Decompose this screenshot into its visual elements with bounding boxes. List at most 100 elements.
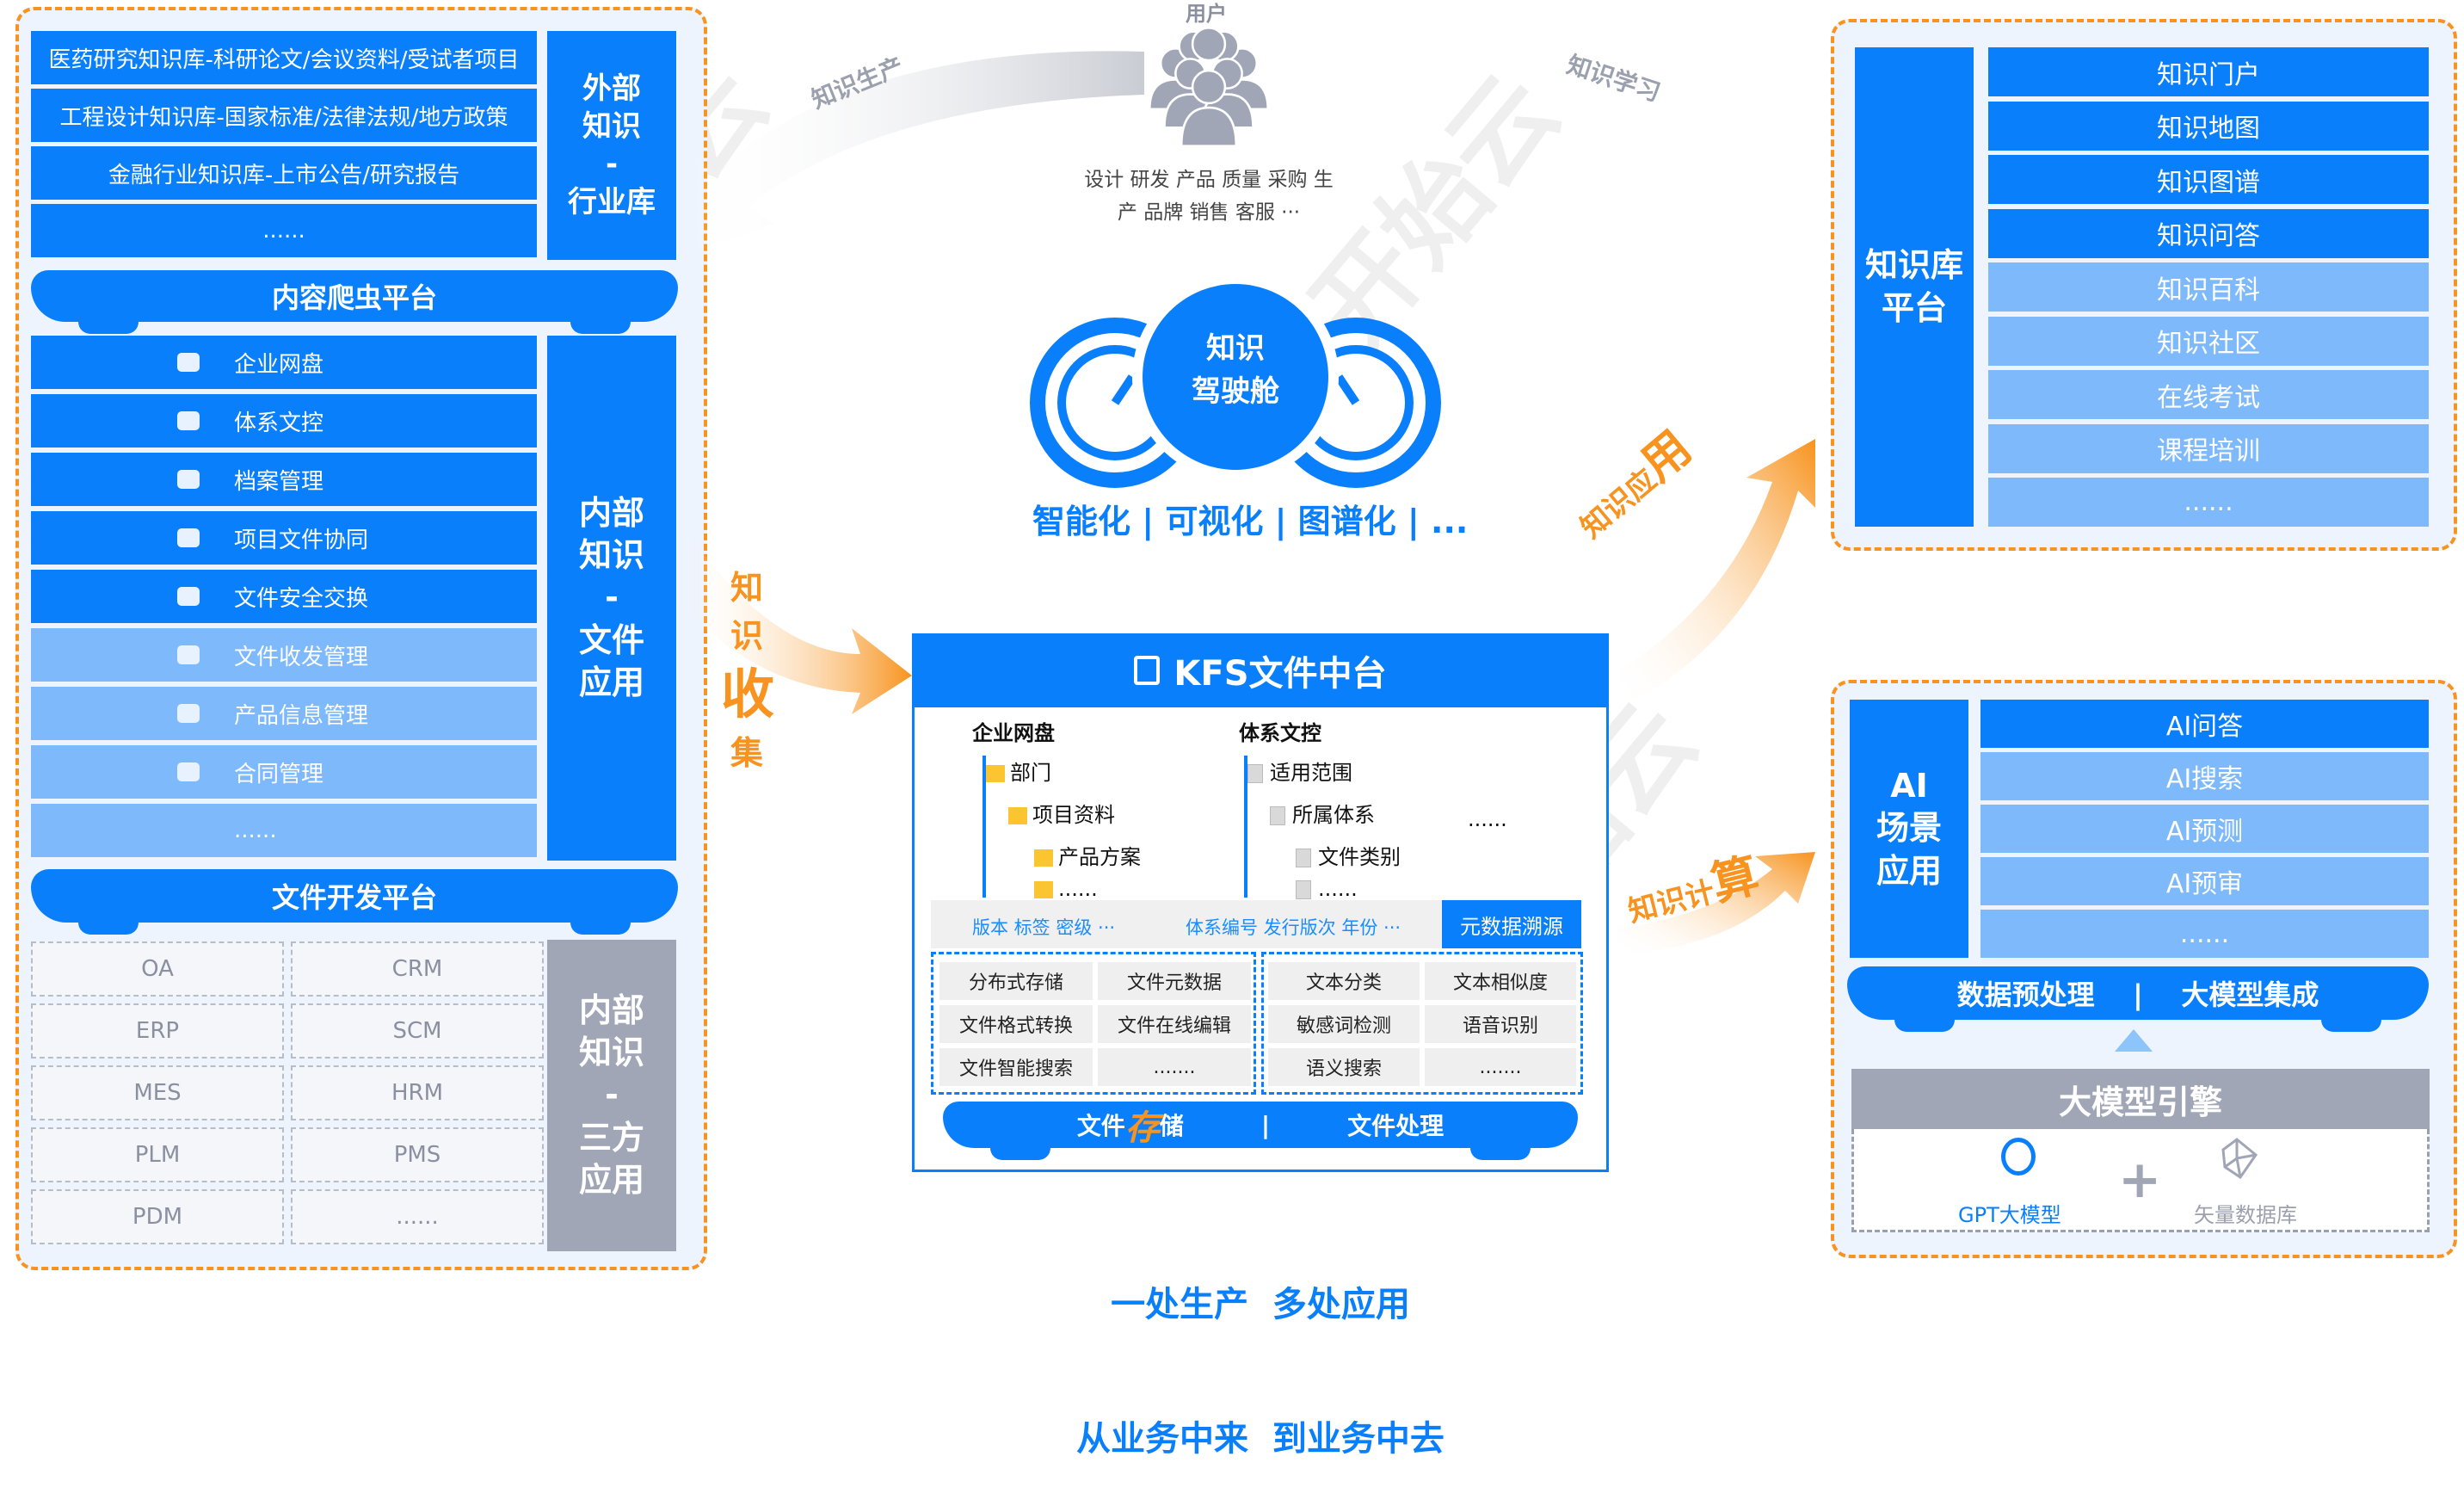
external-kb-row[interactable]: 金融行业知识库-上市公告/研究报告 — [31, 146, 537, 200]
tree-node: 文件类别 — [1296, 840, 1401, 870]
third-party-app-0[interactable]: OA — [31, 941, 284, 997]
doc-more: ...... — [1468, 807, 1507, 831]
third-party-app-3[interactable]: SCM — [291, 1003, 544, 1059]
third-party-app-1[interactable]: CRM — [291, 941, 544, 997]
tree-node: ...... — [1296, 877, 1401, 901]
ai-app-item[interactable]: AI预审 — [1980, 857, 2429, 905]
divider: | — [1260, 1110, 1271, 1139]
third-party-app-5[interactable]: HRM — [291, 1065, 544, 1120]
internal-app-row[interactable]: 文件收发管理 — [31, 628, 537, 682]
ai-app-item[interactable]: AI问答 — [1980, 700, 2429, 748]
tree-label: 部门 — [1010, 761, 1051, 785]
users-label: 用户 — [1186, 2, 1227, 26]
collect-char: 知 — [730, 569, 763, 607]
external-knowledge-label: 外部 知识 - 行业库 — [547, 31, 676, 260]
knowledge-platform-item[interactable]: 知识地图 — [1988, 101, 2429, 151]
third-party-app-6[interactable]: PLM — [31, 1127, 284, 1182]
internal-app-row[interactable]: 产品信息管理 — [31, 687, 537, 740]
users-group-icon — [1149, 28, 1269, 146]
storage-feature: 文件元数据 — [1098, 962, 1251, 1000]
knowledge-platform-item[interactable]: 知识问答 — [1988, 208, 2429, 258]
roles-line-2: 产 品牌 销售 客服 ··· — [1117, 201, 1301, 224]
folder-icon — [1034, 849, 1053, 867]
external-kb-row[interactable]: 医药研究知识库-科研论文/会议资料/受试者项目 — [31, 31, 537, 84]
third-party-app-2[interactable]: ERP — [31, 1003, 284, 1059]
metadata-trace-button[interactable]: 元数据溯源 — [1442, 900, 1581, 948]
box-icon — [177, 762, 200, 781]
internal-file-app-label: 内部 知识 - 文件 应用 — [547, 336, 676, 861]
chip-icon — [1134, 656, 1161, 685]
crawler-platform-bar: 内容爬虫平台 — [31, 270, 678, 334]
gpt-model-label: GPT大模型 — [1958, 1203, 2061, 1227]
processing-feature: 文本相似度 — [1425, 962, 1576, 1000]
internal-app-row[interactable]: 企业网盘 — [31, 336, 537, 389]
storage-feature: ....... — [1098, 1048, 1251, 1086]
knowledge-platform-item[interactable]: 知识百科 — [1988, 262, 2429, 312]
kfs-header: KFS文件中台 — [912, 633, 1609, 707]
internal-app-row[interactable]: 档案管理 — [31, 453, 537, 506]
flow-arrows — [680, 51, 1815, 955]
internal-app-row[interactable]: 项目文件协同 — [31, 511, 537, 565]
ai-app-item[interactable]: ...... — [1980, 910, 2429, 958]
third-party-app-8[interactable]: PDM — [31, 1189, 284, 1244]
internal-app-label: 企业网盘 — [234, 351, 324, 378]
cockpit-title: 知识 驾驶舱 — [1149, 327, 1321, 413]
folder-doc-icon — [177, 411, 200, 430]
cockpit-line-2: 驾驶舱 — [1192, 374, 1279, 409]
third-party-app-9[interactable]: ...... — [291, 1189, 544, 1244]
tree-node: 适用范围 — [1247, 756, 1401, 786]
document-icon — [1296, 849, 1311, 867]
storage-feature: 分布式存储 — [939, 962, 1093, 1000]
knowledge-platform-item[interactable]: 知识社区 — [1988, 316, 2429, 366]
processing-group — [1261, 952, 1583, 1095]
file-dev-platform-bar: 文件开发平台 — [31, 869, 678, 935]
tree-label: ...... — [1318, 877, 1358, 901]
external-kb-row[interactable]: ...... — [31, 204, 537, 257]
cockpit-tagline: 智能化 | 可视化 | 图谱化 | ... — [1032, 503, 1469, 540]
tree-label: ...... — [1058, 877, 1098, 901]
knowledge-platform-item[interactable]: 知识门户 — [1988, 47, 2429, 96]
slogan-line-2: 从业务中来 到业务中去 — [1076, 1419, 1445, 1459]
internal-app-row[interactable]: 合同管理 — [31, 745, 537, 799]
up-arrow-icon — [2115, 1029, 2153, 1052]
metadata-doc: 体系编号 发行版次 年份 ··· — [1186, 917, 1401, 938]
internal-app-row[interactable]: 文件安全交换 — [31, 570, 537, 623]
knowledge-platform-item[interactable]: 课程培训 — [1988, 423, 2429, 473]
metadata-disk: 版本 标签 密级 ··· — [972, 917, 1116, 938]
disk-title: 企业网盘 — [972, 721, 1055, 745]
vector-db-label: 矢量数据库 — [2194, 1203, 2297, 1227]
third-party-app-4[interactable]: MES — [31, 1065, 284, 1120]
tree-label: 文件类别 — [1318, 845, 1401, 869]
ai-app-item[interactable]: AI预测 — [1980, 805, 2429, 853]
production-arrow — [680, 51, 1144, 258]
document-icon — [1270, 806, 1285, 825]
plus-icon: + — [2118, 1150, 2162, 1210]
internal-app-label: 档案管理 — [234, 468, 324, 495]
storage-feature: 文件格式转换 — [939, 1005, 1093, 1043]
cockpit-gauge-icon — [1030, 274, 1441, 488]
third-party-app-label: 内部 知识 - 三方 应用 — [547, 940, 676, 1251]
processing-feature: 敏感词检测 — [1268, 1005, 1420, 1043]
knowledge-platform-item[interactable]: ...... — [1988, 478, 2429, 527]
doc-tree: 适用范围 所属体系 文件类别 ...... — [1244, 756, 1401, 901]
apply-arrow — [1617, 439, 1815, 706]
processing-feature: 语义搜索 — [1268, 1048, 1420, 1086]
archive-icon — [177, 470, 200, 489]
knowledge-platform-item[interactable]: 在线考试 — [1988, 370, 2429, 419]
cloud-icon — [177, 353, 200, 372]
tree-node: ...... — [1034, 877, 1141, 901]
processing-feature: ....... — [1425, 1048, 1576, 1086]
external-kb-row[interactable]: 工程设计知识库-国家标准/法律法规/地方政策 — [31, 89, 537, 142]
third-party-app-7[interactable]: PMS — [291, 1127, 544, 1182]
knowledge-platform-item[interactable]: 知识图谱 — [1988, 155, 2429, 204]
internal-app-row[interactable]: 体系文控 — [31, 394, 537, 447]
ai-app-item[interactable]: AI搜索 — [1980, 752, 2429, 800]
kfs-title: KFS文件中台 — [1173, 654, 1387, 694]
document-icon — [1247, 764, 1263, 783]
doc-title: 体系文控 — [1239, 721, 1321, 745]
processing-feature: 文本分类 — [1268, 962, 1420, 1000]
ai-app-label: AI 场景 应用 — [1850, 700, 1968, 958]
storage-label-c: 储 — [1159, 1112, 1184, 1140]
kfs-bottom-bar: 文件存储 | 文件处理 — [943, 1102, 1578, 1160]
internal-app-row[interactable]: ...... — [31, 804, 537, 857]
